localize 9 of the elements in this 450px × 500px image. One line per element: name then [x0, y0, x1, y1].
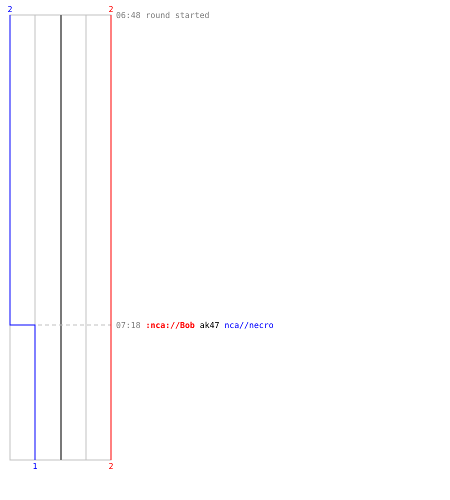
- count-label: 1: [34, 463, 37, 469]
- player-name: :nca://Bob: [147, 322, 194, 329]
- count-label: 2: [109, 462, 113, 470]
- time-label: 07:18: [116, 322, 140, 328]
- weapon-name: ak47: [200, 322, 219, 328]
- player-name: nca//necro: [225, 322, 274, 329]
- event-text: 06:48 round started: [116, 12, 209, 18]
- count-label: 2: [8, 6, 12, 12]
- count-label: 2: [109, 6, 113, 12]
